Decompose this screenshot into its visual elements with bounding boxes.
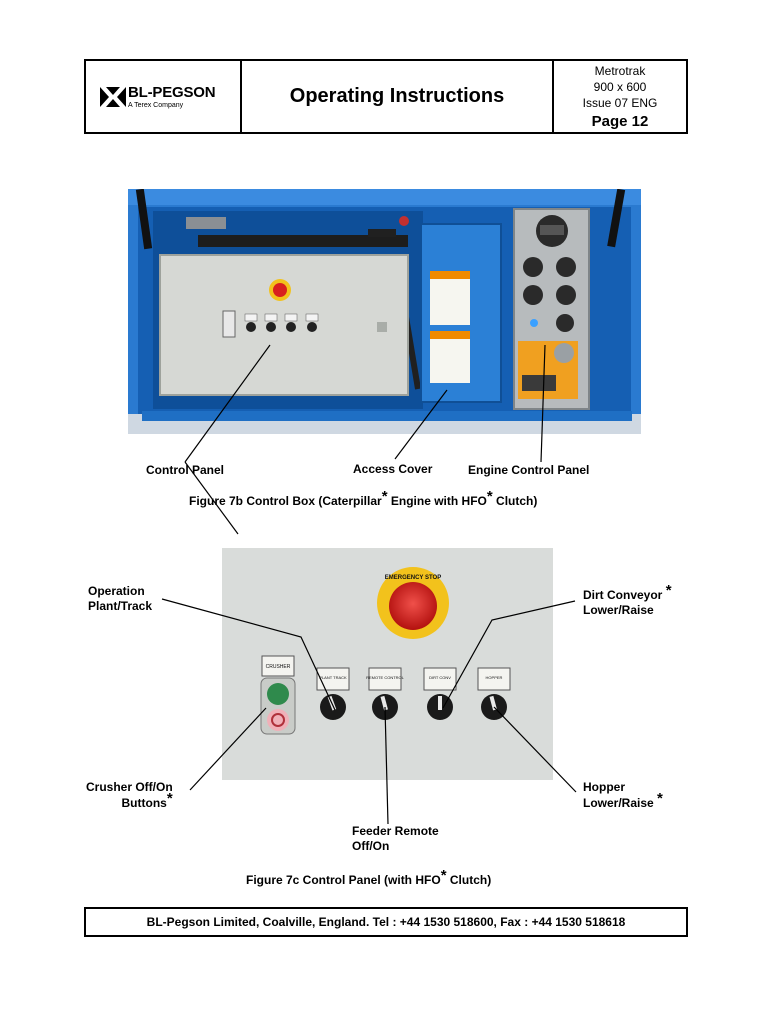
logo-name: BL-PEGSON <box>128 84 216 101</box>
crusher-tag: CRUSHER <box>266 664 291 670</box>
control-box-photo <box>128 189 641 434</box>
switch3-label: DIRT CONV <box>429 675 451 680</box>
document-title: Operating Instructions <box>242 61 554 132</box>
control-panel-enclosure <box>159 254 409 396</box>
switch4-label: HOPPER <box>486 675 503 680</box>
page-footer: BL-Pegson Limited, Coalville, England. T… <box>84 907 688 937</box>
label-hopper-line2: Lower/Raise <box>583 796 654 810</box>
label-crusher-line2: Buttons <box>121 796 167 810</box>
caption-7b-star2: * <box>486 488 493 505</box>
switch1-label: PLANT TRACK <box>319 675 347 680</box>
label-engine-control-panel: Engine Control Panel <box>468 463 590 477</box>
caption-7c-part1: Figure 7c Control Panel (with HFO <box>246 873 441 887</box>
figure-7b-caption: Figure 7b Control Box (Caterpillar* Engi… <box>189 489 538 509</box>
company-logo: BL-PEGSON A Terex Company <box>86 61 242 132</box>
document-meta: Metrotrak 900 x 600 Issue 07 ENG Page 12 <box>554 61 686 132</box>
label-feeder-line2: Off/On <box>352 839 390 853</box>
issue-number: Issue 07 ENG <box>582 96 658 110</box>
label-control-panel: Control Panel <box>146 463 225 477</box>
caption-7b-star1: * <box>381 488 388 505</box>
caption-7b-part2: Engine with HFO <box>387 494 487 508</box>
crusher-on-button <box>267 683 289 705</box>
caption-7b-part1: Figure 7b Control Box (Caterpillar <box>189 494 382 508</box>
page-header: BL-PEGSON A Terex Company Operating Inst… <box>84 59 688 134</box>
switch2-label: REMOTE CONTROL <box>366 675 405 680</box>
label-hopper-star: * <box>657 790 663 807</box>
label-operation-line2: Plant/Track <box>88 599 153 613</box>
label-crusher-star: * <box>166 790 173 807</box>
logo-mark-icon <box>100 87 126 107</box>
page-number: Page 12 <box>591 113 649 130</box>
control-panel-photo: EMERGENCY STOP CRUSHER PLANT TRACK REMOT… <box>222 548 553 780</box>
logo-subtitle: A Terex Company <box>128 102 184 109</box>
label-crusher-line1: Crusher Off/On <box>86 780 173 794</box>
selector-switch-plant-track: PLANT TRACK <box>316 667 350 720</box>
label-hopper-line1: Hopper <box>583 780 625 794</box>
label-crusher-buttons: Crusher Off/On Buttons* <box>86 780 173 811</box>
label-feeder-remote: Feeder Remote Off/On <box>352 824 439 854</box>
caption-7c-star: * <box>440 867 447 884</box>
label-access-cover: Access Cover <box>353 462 433 476</box>
crusher-off-button <box>267 709 289 731</box>
label-hopper: Hopper Lower/Raise * <box>583 780 663 811</box>
label-feeder-line1: Feeder Remote <box>352 824 439 838</box>
label-dirt-conveyor: Dirt Conveyor * Lower/Raise <box>583 583 672 618</box>
model-size: 900 x 600 <box>593 80 647 94</box>
emergency-stop-label: EMERGENCY STOP <box>385 575 441 581</box>
caption-7c-part2: Clutch) <box>446 873 492 887</box>
footer-contact: BL-Pegson Limited, Coalville, England. T… <box>146 915 626 929</box>
label-dirt-conveyor-line2: Lower/Raise <box>583 603 654 617</box>
label-operation-line1: Operation <box>88 584 145 598</box>
label-dirt-conveyor-star: * <box>665 582 672 599</box>
caption-7b-part3: Clutch) <box>492 494 538 508</box>
model-name: Metrotrak <box>594 64 646 78</box>
emergency-stop-button <box>389 582 437 630</box>
label-operation-plant-track: Operation Plant/Track <box>88 584 152 614</box>
figure-7c-caption: Figure 7c Control Panel (with HFO* Clutc… <box>246 868 492 888</box>
label-dirt-conveyor-line1: Dirt Conveyor <box>583 588 663 602</box>
